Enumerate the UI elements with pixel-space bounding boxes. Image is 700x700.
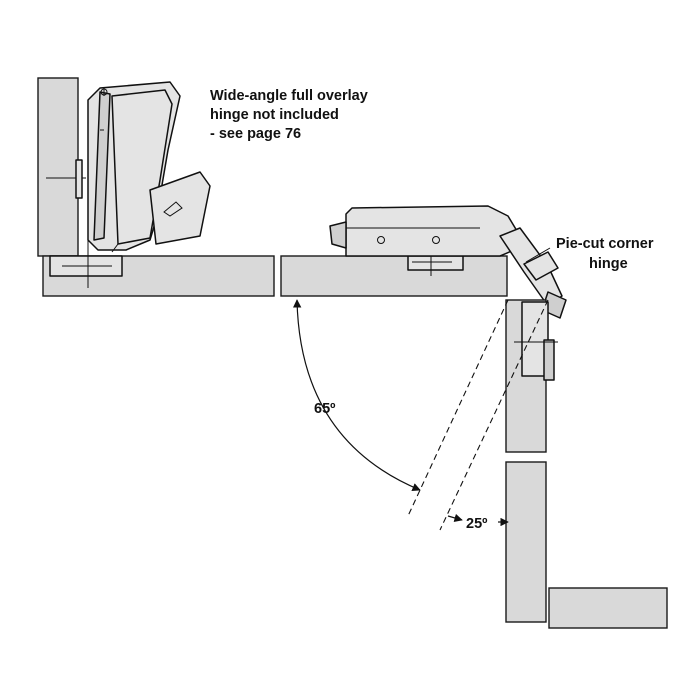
dashed-line-outer [439,299,549,531]
pie-cut-label: Pie-cut corner hinge [556,236,658,272]
pie-cut-hinge-cup [407,255,464,271]
angle-arrow-25-left [447,513,463,522]
left-cabinet-group [37,77,275,297]
left-mounting-plate [75,159,83,199]
left-cabinet-side-panel [37,77,79,257]
wide-angle-hinge [87,81,211,253]
pie-cut-assembly [280,205,567,453]
bottom-right-panel [548,587,668,629]
angle-label-65: 65º [314,401,336,417]
right-cabinet-side-lower [505,461,547,623]
top-door-panel [280,255,508,297]
angle-label-25: 25º [466,516,488,532]
dashed-line-inner [407,299,509,517]
pie-cut-hinge [329,205,567,319]
angle-arc-65 [292,299,421,491]
wide-angle-label: Wide-angle full overlay hinge not includ… [210,88,372,142]
